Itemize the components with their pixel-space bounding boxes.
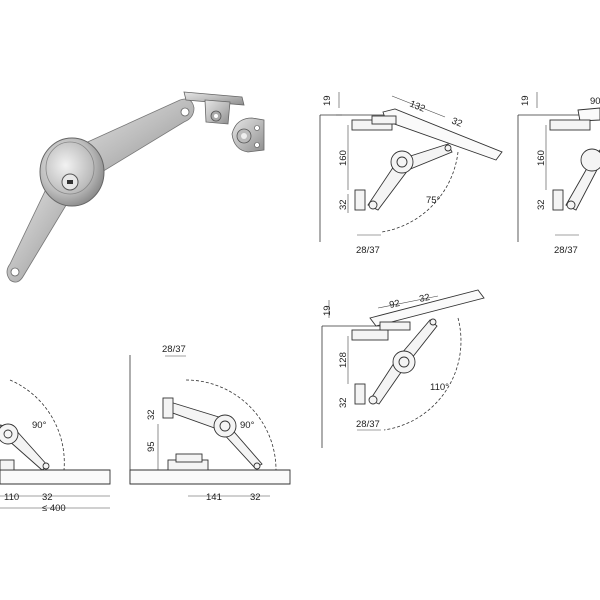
dim-95: 95 [146, 441, 157, 452]
arm-hole [10, 267, 20, 277]
dim-28-37: 28/37 [356, 245, 380, 256]
dim-19: 19 [322, 305, 333, 316]
dim-32-top: 32 [418, 292, 431, 305]
dim-28-37: 28/37 [356, 419, 380, 430]
lower-mounting-bracket [231, 117, 265, 153]
dim-32: 32 [42, 492, 53, 503]
dim-28-37: 28/37 [554, 245, 578, 256]
dim-160: 160 [338, 150, 349, 166]
angle-label: 90° [240, 420, 255, 431]
dim-28-37: 28/37 [162, 344, 186, 355]
dim-32: 32 [338, 397, 349, 408]
dim-110: 110 [4, 492, 19, 503]
dim-141: 141 [206, 492, 222, 503]
lower-arm [6, 184, 75, 283]
lid-stay-product-photo [6, 91, 265, 283]
dim-92: 92 [388, 298, 401, 311]
drawing-top-right: 19 160 32 28/37 90 [517, 92, 600, 256]
dim-32: 32 [536, 199, 547, 210]
angle-label: 110° [430, 382, 449, 393]
hinge-hub [39, 137, 105, 207]
drawing-110-degree: 110° 19 128 32 28/37 92 32 [321, 289, 485, 448]
dim-32: 32 [338, 199, 349, 210]
upper-mounting-bracket [183, 91, 245, 125]
angle-label: 90° [32, 420, 47, 431]
dim-32-bottom: 32 [250, 492, 261, 503]
dim-total: ≤ 400 [42, 503, 66, 514]
dim-90: 90 [590, 96, 600, 107]
angle-label: 75° [426, 195, 441, 206]
dim-132: 132 [408, 99, 427, 115]
dim-19: 19 [322, 95, 333, 106]
drawing-75-degree: 75° 19 160 32 28/37 132 32 [319, 92, 503, 256]
drawing-bottom-middle: 90° 28/37 32 95 141 32 [129, 344, 291, 503]
dim-19: 19 [520, 95, 531, 106]
dim-32-top: 32 [450, 116, 464, 130]
arm-hole [180, 107, 190, 117]
dim-160: 160 [536, 150, 547, 166]
dim-32: 32 [146, 409, 157, 420]
dim-128: 128 [338, 352, 349, 368]
drawing-bottom-left: 90° 110 32 ≤ 400 [0, 379, 111, 514]
